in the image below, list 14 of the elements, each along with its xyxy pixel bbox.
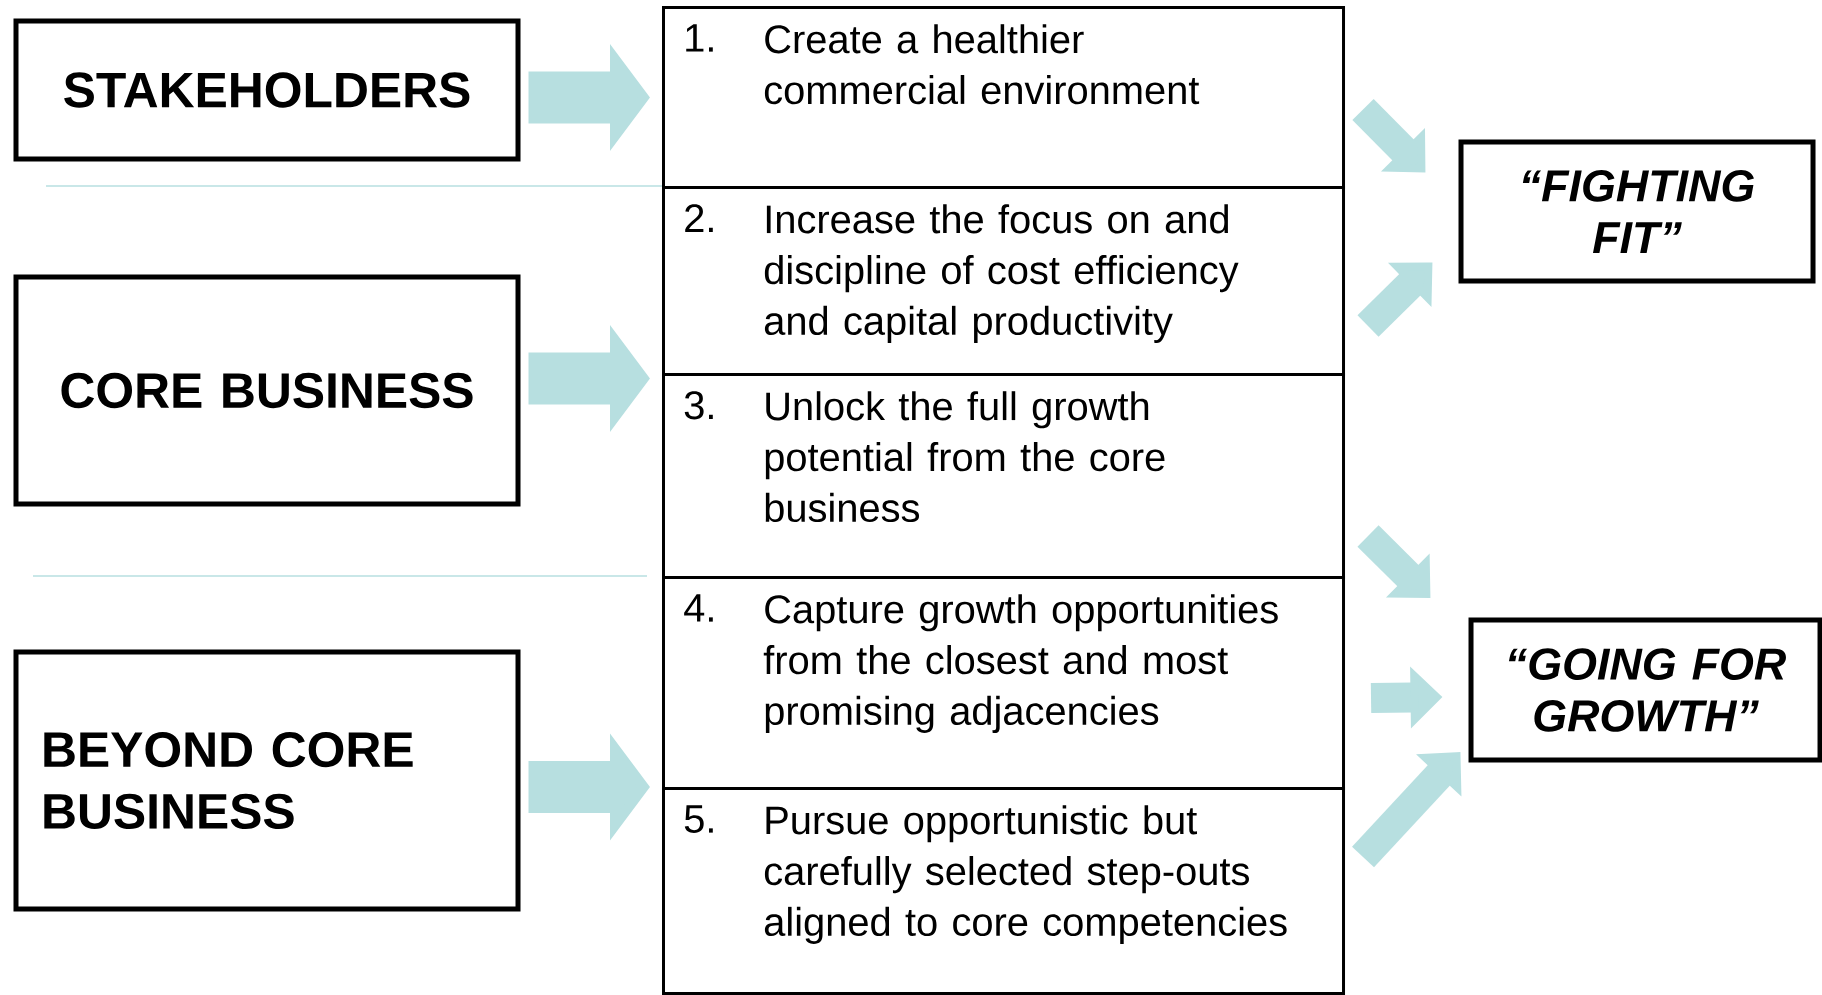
arrow <box>1352 752 1462 868</box>
outcome-box: “GOING FOR GROWTH” <box>1468 617 1822 763</box>
arrow <box>1357 525 1431 598</box>
list-cell: 2. Increase the focus on and discipline of cost efficiency and capital productivity <box>662 186 1345 376</box>
category-box: STAKEHOLDERS <box>13 18 521 162</box>
list-cell: 5. Pursue opportunistic but carefully selected step-outs aligned to core competencies <box>662 787 1345 995</box>
category-box: CORE BUSINESS <box>13 274 521 507</box>
list-cell: 4. Capture growth opportunities from the closest and most promising adjacencies <box>662 576 1345 790</box>
arrow <box>1352 98 1426 173</box>
category-box: BEYOND CORE BUSINESS <box>13 649 521 912</box>
list-cell: 3. Unlock the full growth potential from the core business <box>662 373 1345 579</box>
outcome-box: “FIGHTING FIT” <box>1458 139 1816 284</box>
arrow <box>1357 262 1433 337</box>
list-cell: 1. Create a healthier commercial environment <box>662 6 1345 189</box>
